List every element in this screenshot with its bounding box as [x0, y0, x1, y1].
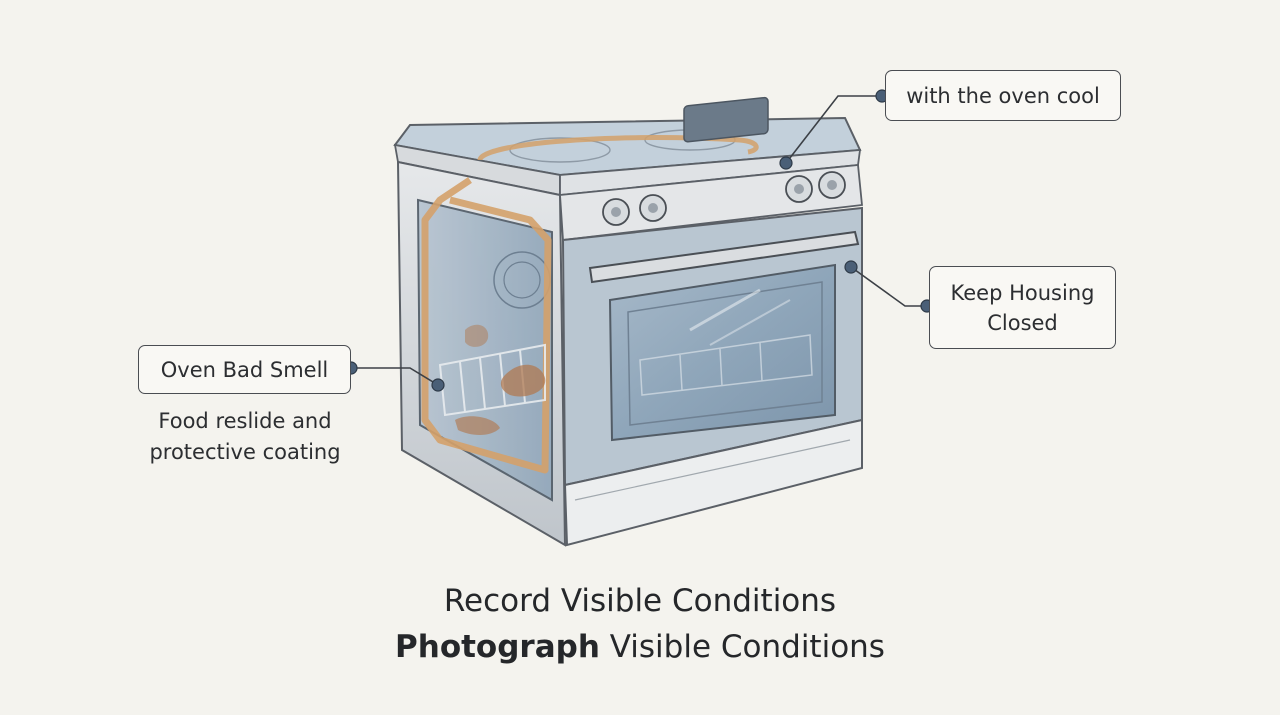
- note-line2: protective coating: [149, 440, 341, 464]
- oven-side-panel: [396, 160, 567, 547]
- food-residue-note: Food reslide and protective coating: [130, 406, 360, 468]
- caption-line2: Photograph Visible Conditions: [340, 624, 940, 670]
- leader-lines: [351, 95, 927, 386]
- storage-drawer: [563, 418, 863, 547]
- caption-line2-bold: Photograph: [395, 629, 600, 665]
- callout-keep-housing-closed: Keep Housing Closed: [929, 266, 1116, 349]
- note-line1: Food reslide and: [158, 409, 332, 433]
- caption-line2-rest: Visible Conditions: [599, 629, 885, 665]
- oven-door: [561, 206, 863, 487]
- caption-line1: Record Visible Conditions: [443, 583, 837, 619]
- callout-oven-bad-smell: Oven Bad Smell: [138, 345, 351, 394]
- callout-top-text: with the oven cool: [906, 83, 1100, 108]
- control-panel: [559, 96, 863, 242]
- caption: Record Visible Conditions Photograph Vis…: [340, 578, 940, 670]
- callout-right-line2: Closed: [987, 310, 1058, 335]
- callout-with-the-oven-cool: with the oven cool: [885, 70, 1121, 121]
- callout-left-text: Oven Bad Smell: [160, 357, 329, 382]
- callout-right-line1: Keep Housing: [950, 280, 1095, 305]
